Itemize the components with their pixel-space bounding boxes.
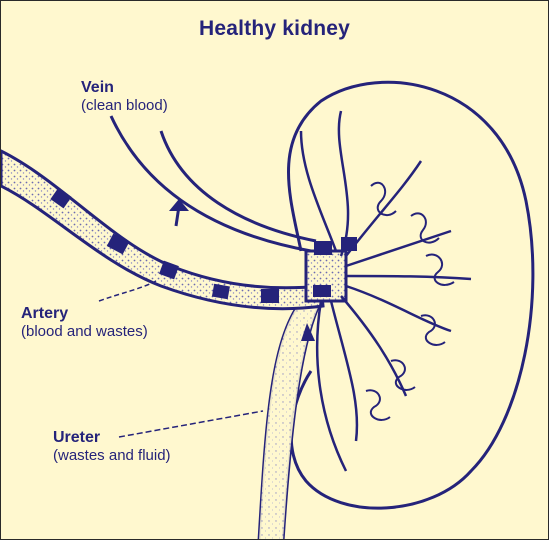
vein-label-note: (clean blood) (81, 97, 168, 114)
artery-label-note: (blood and wastes) (21, 323, 148, 340)
artery-label-name: Artery (21, 305, 68, 322)
vein-label-name: Vein (81, 79, 114, 96)
vein-label: Vein (clean blood) (81, 79, 168, 115)
ureter-label-note: (wastes and fluid) (53, 447, 171, 464)
ureter-label: Ureter (wastes and fluid) (53, 429, 171, 465)
artery-label: Artery (blood and wastes) (21, 305, 148, 341)
ureter-label-name: Ureter (53, 429, 100, 446)
vein-vessel-icon (111, 116, 316, 251)
